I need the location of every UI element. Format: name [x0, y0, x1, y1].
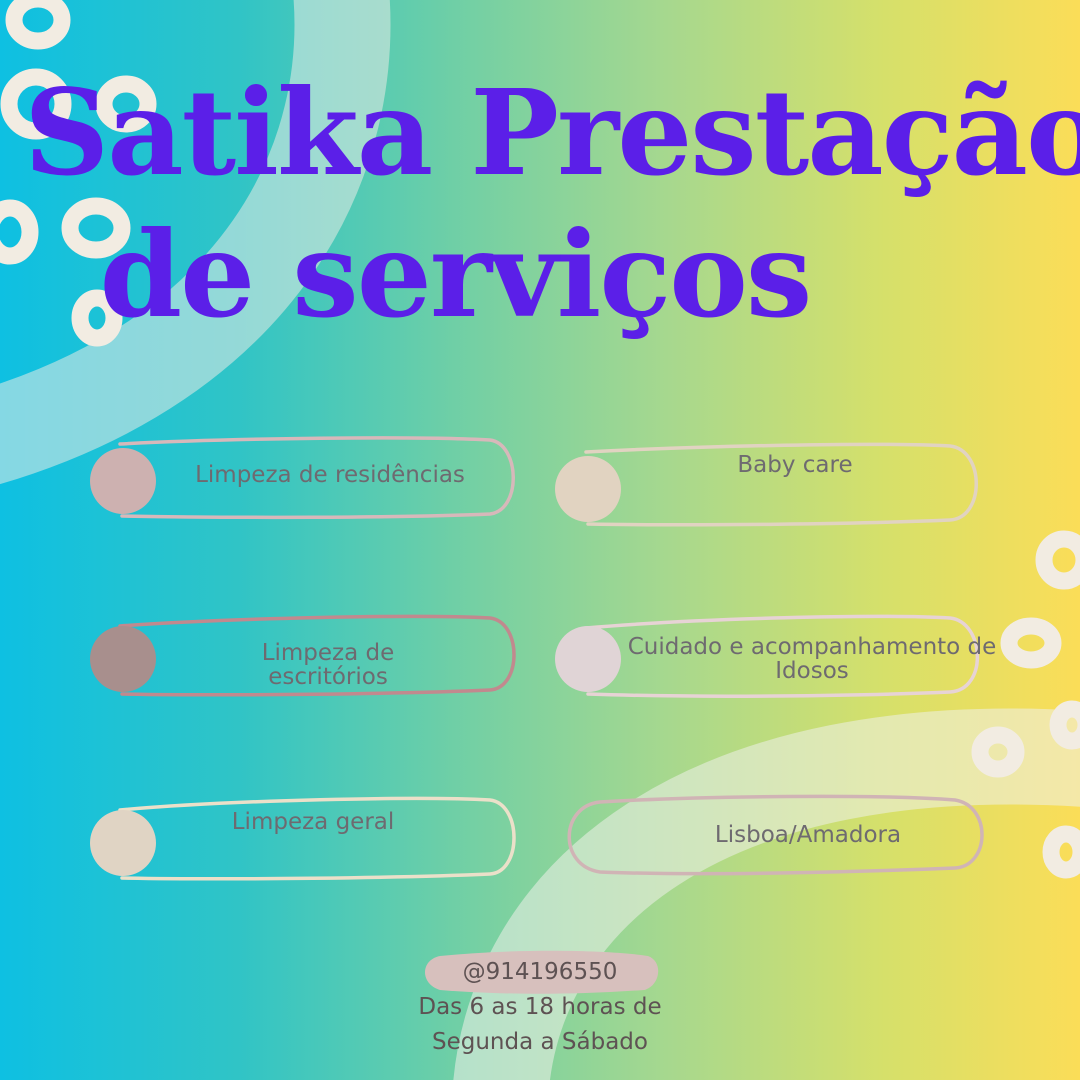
phone-highlight — [425, 950, 659, 994]
service-office-cleaning: Limpeza de escritórios — [261, 640, 395, 690]
pill-outline-1 — [118, 436, 515, 520]
pill-dot-5 — [90, 810, 156, 876]
pill-dot-3 — [90, 626, 156, 692]
pill-dot-1 — [90, 448, 156, 514]
ring — [1049, 700, 1080, 750]
contact-days: Segunda a Sábado — [432, 1029, 648, 1055]
pill-outline-5 — [118, 796, 516, 881]
ring — [0, 68, 72, 140]
ring — [61, 197, 131, 259]
ring — [1042, 825, 1080, 879]
service-pills — [118, 436, 984, 881]
ring — [5, 0, 71, 50]
ring — [1000, 617, 1062, 669]
ring — [95, 75, 157, 133]
pill-outline-3 — [118, 614, 516, 697]
ring — [1035, 530, 1080, 590]
pill-outline-2 — [584, 442, 978, 527]
contact-hours: Das 6 as 18 horas de — [418, 994, 662, 1020]
pill-dot-2 — [555, 456, 621, 522]
pill-outline-4 — [584, 614, 980, 698]
page-title: Satika Prestação de serviços — [0, 62, 1080, 346]
service-general-cleaning: Limpeza geral — [231, 809, 395, 835]
service-elderly-care: Cuidado e acompanhamento de Idosos — [627, 634, 997, 684]
pill-dot-4 — [555, 626, 621, 692]
title-line-1: Satika Prestação — [24, 63, 1080, 202]
ring — [71, 289, 123, 347]
contact-phone: @914196550 — [462, 959, 618, 985]
ring — [0, 199, 39, 265]
bottom-right-swoosh — [453, 708, 1080, 1080]
pill-outline-6 — [567, 794, 984, 876]
title-line-2: de serviços — [99, 205, 813, 344]
top-left-swoosh — [0, 0, 391, 485]
ring — [971, 726, 1025, 778]
service-area: Lisboa/Amadora — [714, 822, 902, 848]
service-residential-cleaning: Limpeza de residências — [195, 462, 465, 488]
ring-decorations — [0, 0, 1080, 879]
service-baby-care: Baby care — [737, 452, 853, 478]
